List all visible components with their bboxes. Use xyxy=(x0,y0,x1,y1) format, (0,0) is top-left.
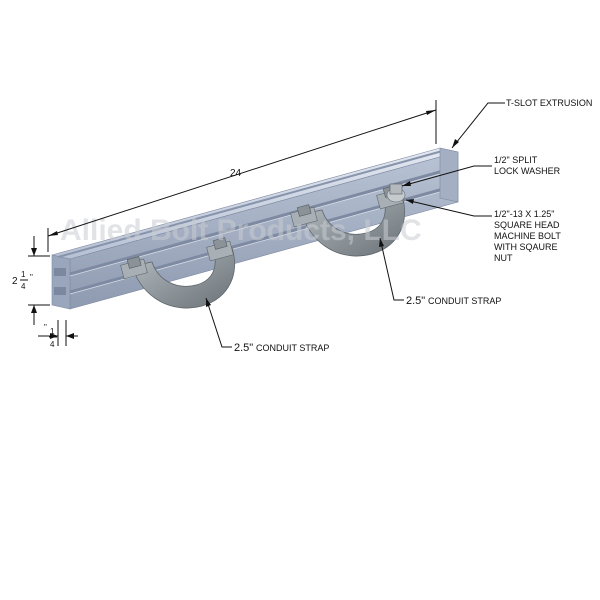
slot-numerator: 1 xyxy=(50,327,55,336)
callout-bolt-line2: SQUARE HEAD xyxy=(494,220,560,230)
callout-strap-right-text: CONDUIT STRAP xyxy=(428,296,501,306)
leader-lines xyxy=(205,102,505,348)
t-slot-extrusion xyxy=(51,147,459,310)
conduit-strap-left xyxy=(120,237,236,309)
length-dimension: 24 xyxy=(47,100,437,252)
callout-washer-line2: LOCK WASHER xyxy=(494,166,561,176)
slot-dimension: 1 4 " xyxy=(38,320,78,349)
callout-bolt-line4: WITH SQAURE xyxy=(494,242,558,252)
height-unit: " xyxy=(30,273,33,282)
callout-bolt-line3: MACHINE BOLT xyxy=(494,231,561,241)
height-numerator: 1 xyxy=(21,270,26,279)
callout-strap-left-text: CONDUIT STRAP xyxy=(256,343,329,353)
conduit-strap-right xyxy=(290,183,406,257)
bolt-head xyxy=(389,183,403,195)
height-denominator: 4 xyxy=(21,282,26,291)
height-dimension: 2 1 4 " xyxy=(12,236,50,325)
callout-extrusion: T-SLOT EXTRUSION xyxy=(506,98,592,108)
slot-unit: " xyxy=(44,323,47,332)
callout-strap-right-size: 2.5" xyxy=(406,295,425,307)
slot-denominator: 4 xyxy=(50,340,55,349)
callout-strap-left-size: 2.5" xyxy=(234,342,253,354)
callout-bolt-line5: NUT xyxy=(494,253,513,263)
length-label: 24 xyxy=(230,168,242,179)
callout-bolt-line1: 1/2"-13 X 1.25" xyxy=(494,209,554,219)
watermark: Allied Bolt Products, LLC xyxy=(60,214,422,247)
height-whole: 2 xyxy=(12,276,18,287)
callout-washer-line1: 1/2" SPLIT xyxy=(494,155,538,165)
